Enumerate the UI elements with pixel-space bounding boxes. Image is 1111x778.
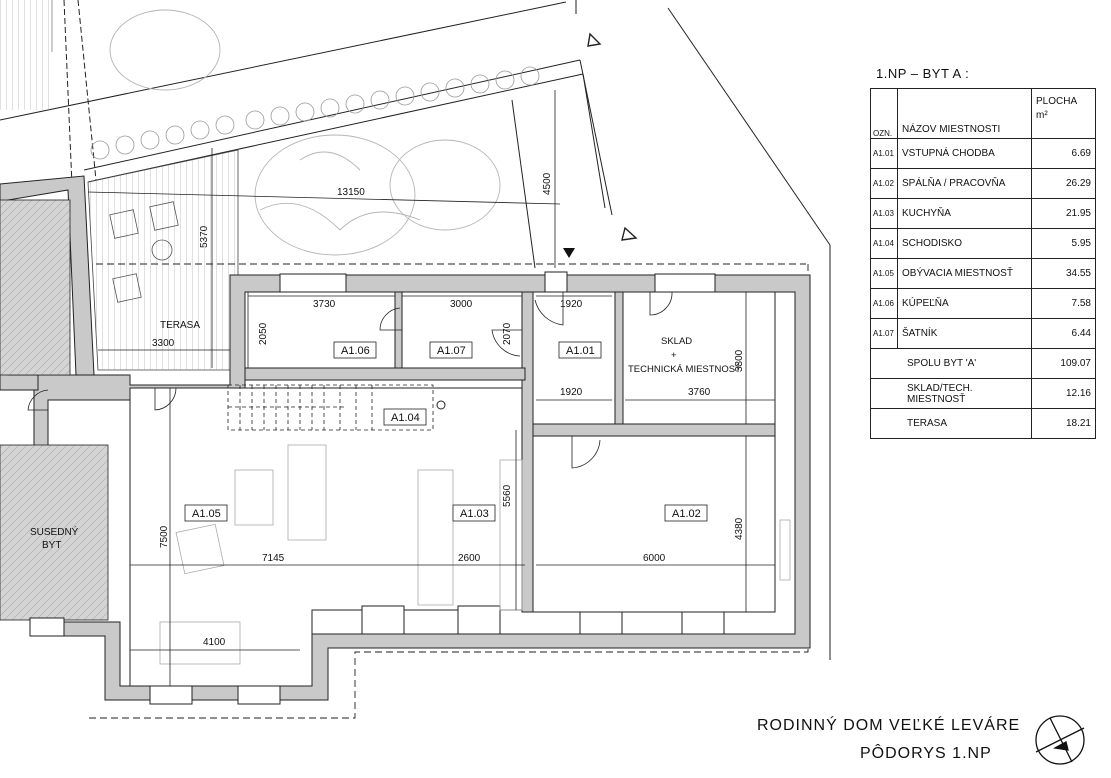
room-id: A1.02 <box>870 168 898 199</box>
room-id: A1.06 <box>870 288 898 319</box>
total-row: SKLAD/TECH. MIESTNOSŤ 12.16 <box>870 378 1096 409</box>
room-id: A1.01 <box>870 138 898 169</box>
windows <box>29 271 725 705</box>
room-area: 26.29 <box>1031 168 1096 199</box>
col-header-area: PLOCHA m² <box>1031 88 1096 139</box>
dim-13150: 13150 <box>337 187 365 198</box>
entrance-arrow-icon <box>563 248 575 258</box>
drawing-title: PÔDORYS 1.NP <box>860 745 992 762</box>
room-labels: A1.06 A1.07 A1.01 A1.04 A1.05 A1.03 A1.0… <box>30 320 741 551</box>
dim-7500: 7500 <box>159 525 170 548</box>
dim-1920-top: 1920 <box>560 299 583 310</box>
table-row: A1.07 ŠATNÍK 6.44 <box>870 318 1096 349</box>
dimension-lines <box>87 90 775 686</box>
dim-5370: 5370 <box>199 225 210 248</box>
terrace-furniture <box>109 201 179 303</box>
dim-4380: 4380 <box>734 517 745 540</box>
section-markers <box>587 32 638 241</box>
room-label-a105: A1.05 <box>192 508 221 520</box>
dim-5560: 5560 <box>502 484 513 507</box>
col-header-name: NÁZOV MIESTNOSTI <box>897 88 1032 139</box>
neighbor-label-1: SUSEDNÝ <box>30 525 79 538</box>
room-id: A1.07 <box>870 318 898 349</box>
total-row: TERASA 18.21 <box>870 408 1096 439</box>
total-label: TERASA <box>870 408 1032 439</box>
total-label: SKLAD/TECH. MIESTNOSŤ <box>870 378 1032 409</box>
room-id: A1.05 <box>870 258 898 289</box>
room-name: OBÝVACIA MIESTNOSŤ <box>897 258 1032 289</box>
room-label-a106: A1.06 <box>341 345 370 357</box>
col-header-area-label: PLOCHA <box>1036 96 1078 107</box>
total-value: 18.21 <box>1031 408 1096 439</box>
project-title: RODINNÝ DOM VEĽKÉ LEVÁRE <box>757 717 1021 734</box>
neighbor-apartment <box>0 444 109 621</box>
dim-2070: 2070 <box>502 322 513 345</box>
col-header-id: OZN. <box>870 88 898 139</box>
sklad-label-3: TECHNICKÁ MIESTNOSŤ <box>628 364 741 375</box>
room-label-a103: A1.03 <box>460 508 489 520</box>
table-header-row: OZN. NÁZOV MIESTNOSTI PLOCHA m² <box>870 88 1096 139</box>
neighbor-building <box>0 199 71 376</box>
terasa-label: TERASA <box>160 320 200 331</box>
dim-3300-sklad: 3300 <box>734 349 745 372</box>
dim-4100: 4100 <box>203 637 226 648</box>
dim-4500: 4500 <box>542 172 553 195</box>
total-value: 12.16 <box>1031 378 1096 409</box>
room-area: 6.69 <box>1031 138 1096 169</box>
north-arrow-icon <box>1035 715 1085 765</box>
room-name: SCHODISKO <box>897 228 1032 259</box>
room-label-a107: A1.07 <box>437 345 466 357</box>
dim-2600: 2600 <box>458 553 481 564</box>
total-label: SPOLU BYT 'A' <box>870 348 1032 379</box>
sklad-label-2: + <box>671 350 677 361</box>
room-name: ŠATNÍK <box>897 318 1032 349</box>
room-area: 6.44 <box>1031 318 1096 349</box>
room-area-table: OZN. NÁZOV MIESTNOSTI PLOCHA m² A1.01 VST… <box>870 88 1096 439</box>
dim-3300: 3300 <box>152 338 175 349</box>
dim-1920-bottom: 1920 <box>560 387 583 398</box>
room-name: SPÁLŇA / PRACOVŇA <box>897 168 1032 199</box>
room-area: 21.95 <box>1031 198 1096 229</box>
room-name: KUCHYŇA <box>897 198 1032 229</box>
doors <box>27 291 673 469</box>
room-area: 5.95 <box>1031 228 1096 259</box>
dim-3730: 3730 <box>313 299 336 310</box>
dim-3760: 3760 <box>688 387 711 398</box>
dim-2050: 2050 <box>258 322 269 345</box>
table-title: 1.NP – BYT A : <box>876 66 970 81</box>
furniture <box>159 444 791 665</box>
table-row: A1.06 KÚPEĽŇA 7.58 <box>870 288 1096 319</box>
tree-sketch <box>109 9 501 256</box>
shrub-row <box>90 66 540 160</box>
neighbor-label-2: BYT <box>42 540 61 551</box>
room-id: A1.03 <box>870 198 898 229</box>
table-row: A1.03 KUCHYŇA 21.95 <box>870 198 1096 229</box>
dim-7145: 7145 <box>262 553 285 564</box>
dim-3000: 3000 <box>450 299 473 310</box>
stairs <box>227 384 434 431</box>
room-area: 7.58 <box>1031 288 1096 319</box>
stair-landing-mark <box>436 400 446 410</box>
dimension-labels: 13150 4500 5370 3300 3730 3000 2050 2070… <box>152 172 745 648</box>
fence-hatch <box>0 0 52 110</box>
dim-6000: 6000 <box>643 553 666 564</box>
col-header-area-unit: m² <box>1036 110 1048 121</box>
table-row: A1.01 VSTUPNÁ CHODBA 6.69 <box>870 138 1096 169</box>
room-name: KÚPEĽŇA <box>897 288 1032 319</box>
table-row: A1.02 SPÁLŇA / PRACOVŇA 26.29 <box>870 168 1096 199</box>
table-row: A1.05 OBÝVACIA MIESTNOSŤ 34.55 <box>870 258 1096 289</box>
total-value: 109.07 <box>1031 348 1096 379</box>
sklad-label-1: SKLAD <box>661 336 692 347</box>
room-label-a101: A1.01 <box>566 345 595 357</box>
room-label-a102: A1.02 <box>672 508 701 520</box>
room-area: 34.55 <box>1031 258 1096 289</box>
room-label-a104: A1.04 <box>391 412 420 424</box>
table-row: A1.04 SCHODISKO 5.95 <box>870 228 1096 259</box>
total-row: SPOLU BYT 'A' 109.07 <box>870 348 1096 379</box>
room-id: A1.04 <box>870 228 898 259</box>
room-name: VSTUPNÁ CHODBA <box>897 138 1032 169</box>
